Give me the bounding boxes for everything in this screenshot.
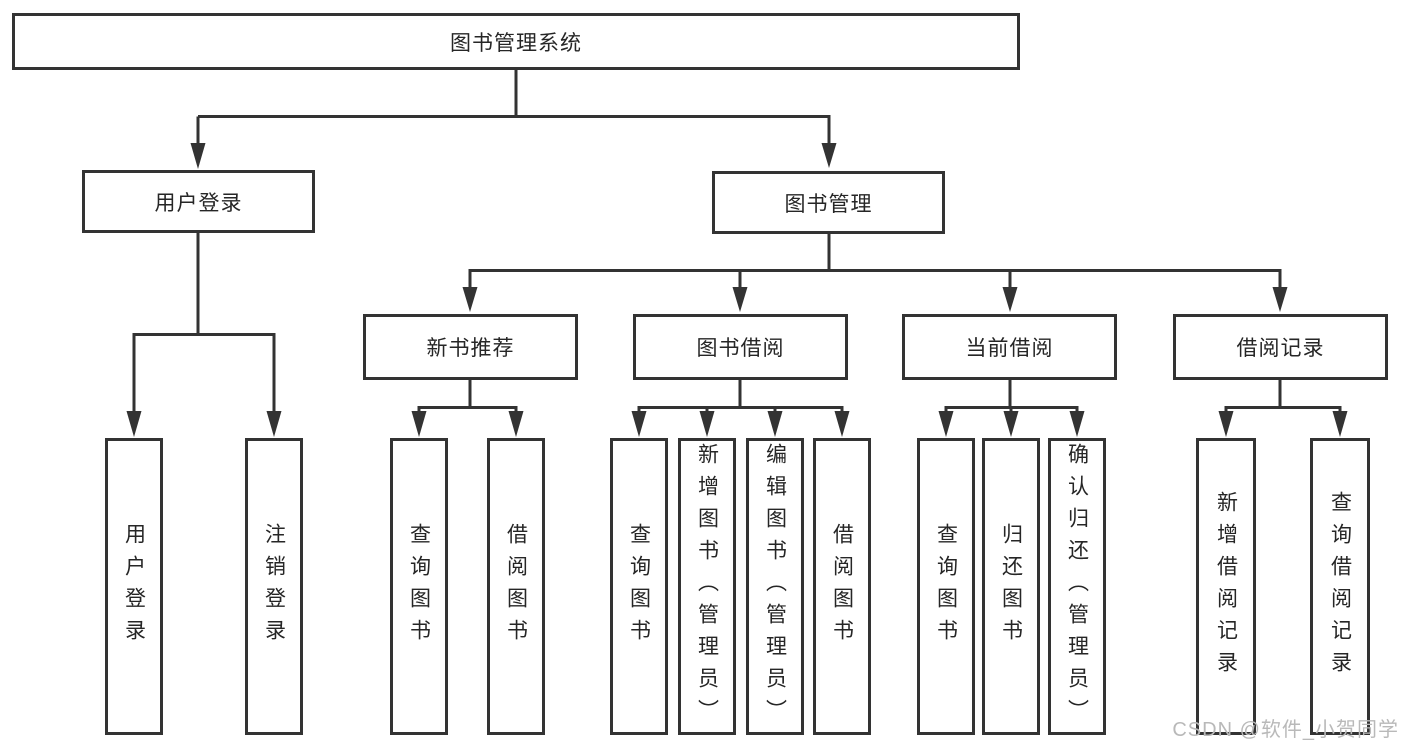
node-label: 图书借阅: [696, 337, 785, 360]
node-borrow-records: 借阅记录: [1173, 314, 1388, 380]
node-user-login: 用户登录: [82, 170, 315, 233]
leaf-borrow-books-recommend: 借阅图书: [487, 438, 545, 735]
leaf-query-books-borrow: 查询图书: [610, 438, 668, 735]
node-current-borrowing: 当前借阅: [902, 314, 1117, 380]
node-label: 查询图书: [934, 522, 958, 651]
node-label: 借阅记录: [1236, 337, 1325, 360]
node-label: 图书管理: [784, 192, 873, 216]
node-label: 新增图书（管理员）: [695, 442, 719, 731]
csdn-watermark: CSDN @软件_小贺同学: [1172, 719, 1399, 741]
node-label: 确认归还（管理员）: [1065, 442, 1089, 731]
leaf-edit-books-admin: 编辑图书（管理员）: [746, 438, 804, 735]
node-label: 借阅图书: [830, 522, 854, 651]
node-root-library-system: 图书管理系统: [12, 13, 1020, 70]
leaf-query-borrow-record: 查询借阅记录: [1310, 438, 1370, 735]
node-book-management: 图书管理: [712, 171, 945, 234]
leaf-query-books-recommend: 查询图书: [390, 438, 448, 735]
node-label: 查询图书: [627, 522, 651, 651]
node-label: 注销登录: [262, 522, 286, 651]
node-label: 查询图书: [407, 522, 431, 651]
node-label: 归还图书: [999, 522, 1023, 651]
node-label: 借阅图书: [504, 522, 528, 651]
node-label: 用户登录: [154, 191, 243, 215]
leaf-add-borrow-record: 新增借阅记录: [1196, 438, 1256, 735]
arrowheads: [126, 143, 1348, 437]
leaf-add-books-admin: 新增图书（管理员）: [678, 438, 736, 735]
node-label: 查询借阅记录: [1328, 490, 1352, 683]
leaf-confirm-return-admin: 确认归还（管理员）: [1048, 438, 1106, 735]
node-label: 用户登录: [122, 522, 146, 651]
leaf-return-books: 归还图书: [982, 438, 1040, 735]
leaf-borrow-books: 借阅图书: [813, 438, 871, 735]
node-book-borrowing: 图书借阅: [633, 314, 848, 380]
node-new-book-recommend: 新书推荐: [363, 314, 578, 380]
node-label: 编辑图书（管理员）: [763, 442, 787, 731]
node-label: 新书推荐: [426, 337, 515, 360]
leaf-logout: 注销登录: [245, 438, 303, 735]
node-label: 新增借阅记录: [1214, 490, 1238, 683]
node-label: 当前借阅: [965, 337, 1054, 360]
node-label: 图书管理系统: [450, 31, 582, 55]
leaf-query-books-current: 查询图书: [917, 438, 975, 735]
leaf-user-login: 用户登录: [105, 438, 163, 735]
